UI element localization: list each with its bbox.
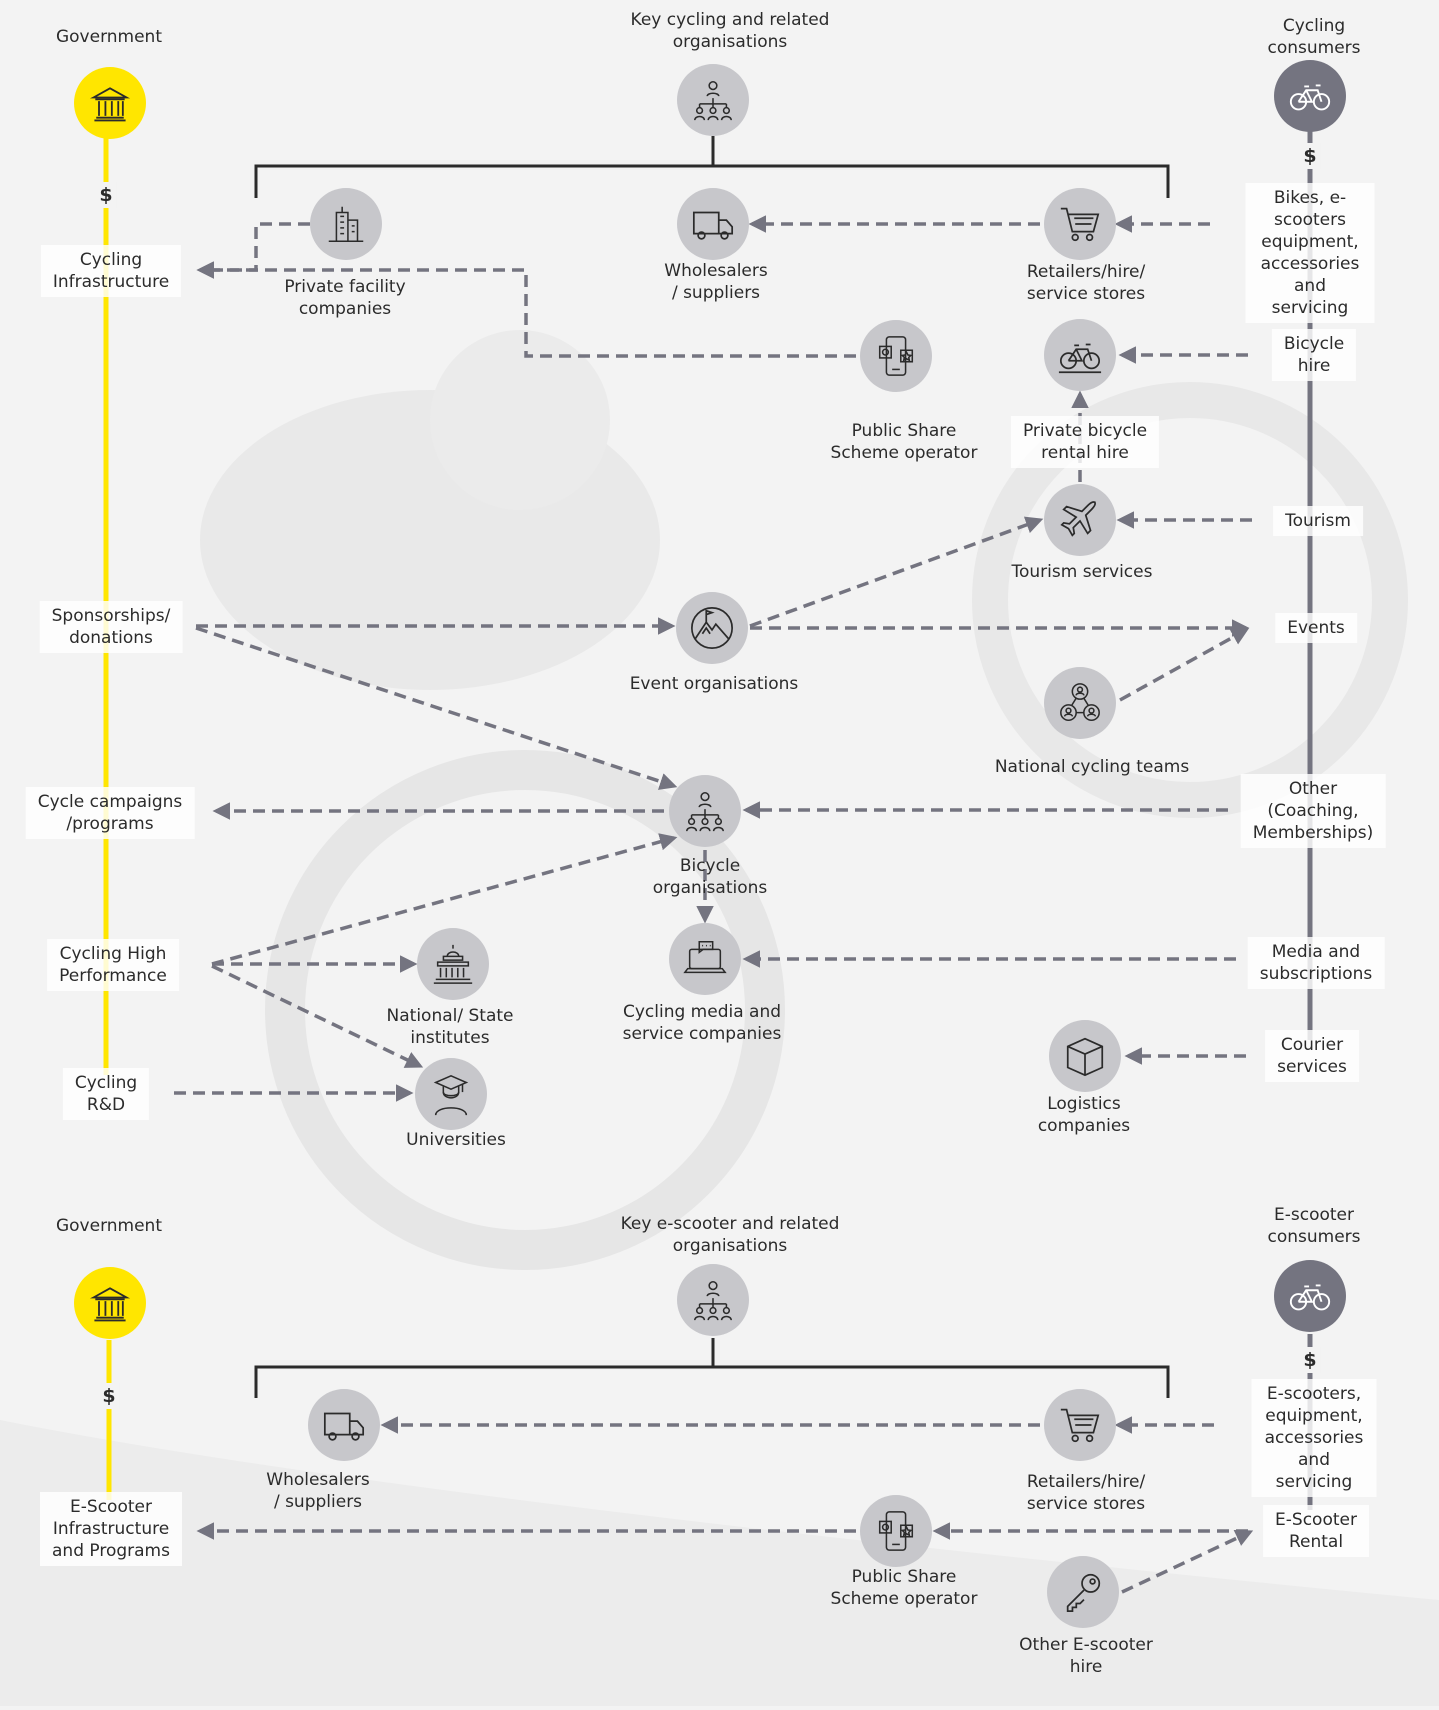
government-title: Government bbox=[55, 27, 163, 47]
key-orgs-title: Key cycling and related organisations bbox=[630, 10, 830, 52]
arrow-sponsorship-to-bicycle-orgs bbox=[195, 626, 678, 790]
arrow-event-orgs-to-tourism bbox=[749, 516, 1044, 628]
public-share-label: Public Share Scheme operator bbox=[830, 421, 978, 463]
retailers-cart-icon-2 bbox=[1044, 1389, 1116, 1461]
key-orgs-hierarchy-icon bbox=[677, 64, 749, 136]
key-orgs-hierarchy-icon-2 bbox=[677, 1264, 749, 1336]
arrow-highperf-to-bicycle-orgs bbox=[211, 833, 678, 966]
tourism-airplane-icon bbox=[1044, 484, 1116, 556]
public-share-label-2: Public Share Scheme operator bbox=[830, 1567, 978, 1609]
bikes-equipment-box: Bikes, e-scooters equipment, accessories… bbox=[1245, 183, 1375, 323]
universities-graduate-icon bbox=[415, 1058, 487, 1130]
private-rental-bicycle-icon bbox=[1044, 319, 1116, 391]
consumer-bicycle-icon bbox=[1274, 60, 1346, 132]
government-dollar-label-2: $ bbox=[98, 1383, 120, 1409]
national-teams-label: National cycling teams bbox=[994, 757, 1190, 777]
cycling-media-label: Cycling media and service companies bbox=[622, 1002, 782, 1044]
consumer-bicycle-icon-2 bbox=[1274, 1260, 1346, 1332]
government-bank-icon bbox=[74, 67, 146, 139]
wholesalers-truck-icon bbox=[677, 188, 749, 260]
national-teams-people-icon bbox=[1044, 667, 1116, 739]
institutes-capitol-icon bbox=[417, 928, 489, 1000]
org-bracket-2 bbox=[254, 1338, 1170, 1398]
key-orgs-title-2: Key e-scooter and related organisations bbox=[620, 1214, 840, 1256]
private-rental-label: Private bicycle rental hire bbox=[1010, 416, 1160, 468]
bicycle-hire-box: Bicycle hire bbox=[1271, 329, 1357, 381]
escooters-equipment-box: E-scooters, equipment, accessories and s… bbox=[1251, 1379, 1377, 1497]
cycling-infrastructure-box: Cycling Infrastructure bbox=[40, 245, 182, 297]
consumers-dollar-label: $ bbox=[1299, 143, 1321, 169]
tourism-box: Tourism bbox=[1273, 506, 1363, 536]
retailers-label: Retailers/hire/ service stores bbox=[1026, 262, 1146, 304]
retailers-label-2: Retailers/hire/ service stores bbox=[1026, 1472, 1146, 1514]
arrow-public-share-to-infra bbox=[196, 261, 856, 358]
wholesalers-label-2: Wholesalers / suppliers bbox=[266, 1470, 370, 1512]
event-orgs-label: Event organisations bbox=[629, 674, 799, 694]
bicycle-orgs-hierarchy-icon bbox=[669, 775, 741, 847]
tourism-services-label: Tourism services bbox=[1011, 562, 1153, 582]
arrow-teams-to-events bbox=[1119, 628, 1250, 702]
wholesalers-truck-icon-2 bbox=[308, 1389, 380, 1461]
media-subscriptions-box: Media and subscriptions bbox=[1247, 937, 1385, 989]
cycle-campaigns-box: Cycle campaigns /programs bbox=[25, 787, 195, 839]
government-dollar-label: $ bbox=[95, 182, 117, 208]
cycling-media-laptop-icon bbox=[669, 923, 741, 995]
retailers-cart-icon bbox=[1044, 188, 1116, 260]
event-orgs-mountain-flag-icon bbox=[676, 592, 748, 664]
other-hire-label: Other E-scooter hire bbox=[1019, 1635, 1153, 1677]
arrow-highperf-to-universities bbox=[211, 964, 424, 1068]
events-box: Events bbox=[1275, 613, 1357, 643]
courier-services-box: Courier services bbox=[1265, 1030, 1359, 1082]
universities-label: Universities bbox=[406, 1130, 506, 1150]
logistics-box-icon bbox=[1049, 1020, 1121, 1092]
government-title-2: Government bbox=[55, 1216, 163, 1236]
high-performance-box: Cycling High Performance bbox=[47, 939, 179, 991]
wholesalers-label: Wholesalers / suppliers bbox=[664, 261, 768, 303]
arrow-private-facility-to-infra bbox=[196, 222, 310, 279]
escooter-infrastructure-box: E-Scooter Infrastructure and Programs bbox=[40, 1492, 182, 1566]
logistics-label: Logistics companies bbox=[1037, 1094, 1131, 1136]
sponsorships-box: Sponsorships/ donations bbox=[39, 601, 183, 653]
public-share-phone-icon bbox=[860, 320, 932, 392]
private-facility-label: Private facility companies bbox=[284, 277, 406, 319]
public-share-phone-icon-2 bbox=[860, 1495, 932, 1567]
government-bank-icon-2 bbox=[74, 1267, 146, 1339]
private-facility-building-icon bbox=[310, 188, 382, 260]
consumers-title-2: E-scooter consumers bbox=[1267, 1205, 1361, 1247]
institutes-label: National/ State institutes bbox=[386, 1006, 514, 1048]
other-hire-key-icon bbox=[1047, 1556, 1119, 1628]
bicycle-orgs-label: Bicycle organisations bbox=[652, 856, 768, 898]
consumers-title: Cycling consumers bbox=[1267, 16, 1361, 58]
consumers-dollar-label-2: $ bbox=[1299, 1347, 1321, 1373]
org-bracket bbox=[254, 136, 1170, 198]
cycling-rnd-box: Cycling R&D bbox=[62, 1068, 150, 1120]
arrow-other-hire-to-rental bbox=[1121, 1530, 1254, 1594]
other-coaching-box: Other (Coaching, Memberships) bbox=[1240, 774, 1386, 848]
escooter-rental-box: E-Scooter Rental bbox=[1263, 1505, 1369, 1557]
